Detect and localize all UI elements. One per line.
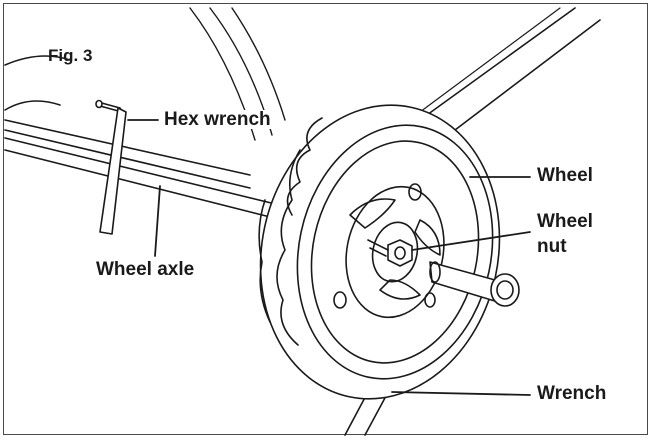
callout-leaders bbox=[127, 119, 531, 396]
wheel-tire bbox=[258, 104, 501, 400]
wheel-label: Wheel bbox=[535, 165, 595, 186]
wheel-axle-rod bbox=[4, 137, 303, 223]
wheel-nut-label-line2: nut bbox=[535, 236, 569, 257]
figure-label: Fig. 3 bbox=[48, 46, 93, 65]
wheel-hub bbox=[333, 183, 445, 319]
wrench-label: Wrench bbox=[535, 383, 609, 404]
hex-wrench-shape bbox=[95, 99, 127, 235]
mower-frame-tube bbox=[4, 7, 286, 189]
wrench-socket bbox=[429, 261, 520, 307]
wheel-axle-label: Wheel axle bbox=[94, 259, 197, 280]
wheel-nut-shape bbox=[367, 239, 413, 267]
hex-wrench-label: Hex wrench bbox=[162, 109, 273, 130]
wheel-nut-label-line1: Wheel bbox=[535, 211, 595, 232]
handle-tube bbox=[419, 7, 601, 131]
